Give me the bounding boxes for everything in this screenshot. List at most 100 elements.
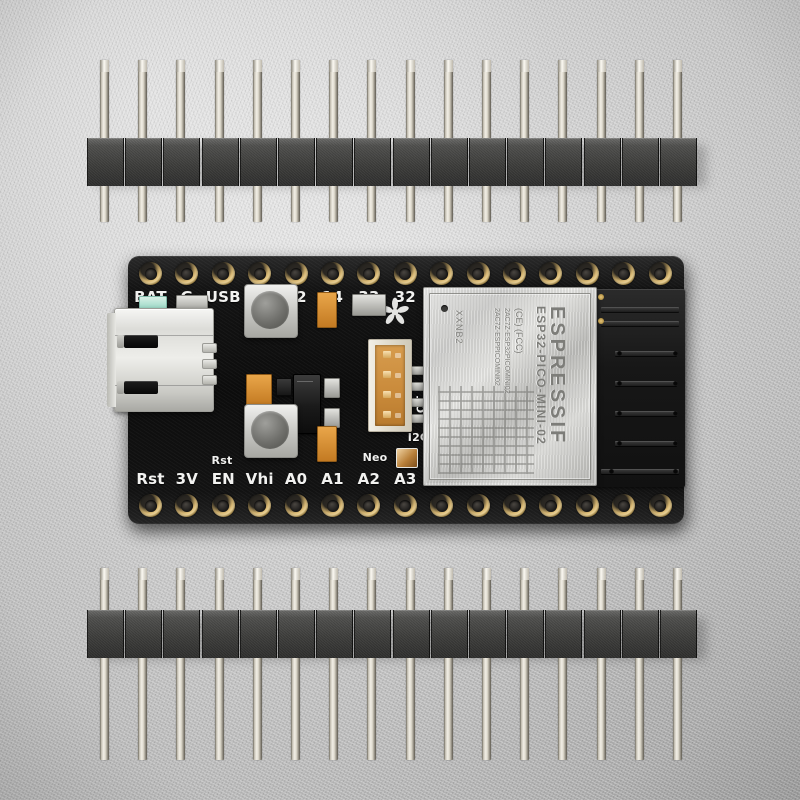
board-pad[interactable] bbox=[575, 494, 599, 517]
board-pad[interactable] bbox=[430, 262, 454, 285]
board-pad[interactable] bbox=[211, 262, 235, 285]
header-plastic-block bbox=[201, 610, 239, 658]
module-serial-text: XXNB2 bbox=[454, 310, 464, 345]
header-plastic-block bbox=[125, 610, 163, 658]
header-pin-tip bbox=[100, 60, 109, 72]
capacitor-c3 bbox=[317, 426, 337, 462]
header-pin-short bbox=[214, 182, 224, 222]
board-pad[interactable] bbox=[211, 494, 235, 517]
board-pad[interactable] bbox=[393, 494, 417, 517]
board-pad[interactable] bbox=[503, 262, 526, 285]
board-pad[interactable] bbox=[284, 262, 308, 285]
board-pad[interactable] bbox=[357, 262, 381, 285]
header-pin-tip bbox=[482, 568, 491, 580]
header-pin-short bbox=[673, 182, 682, 222]
header-pin-short bbox=[329, 652, 339, 760]
esp32-pico-mini-02-module: ESPRESSIF ESP32-PICO-MINI-02 (CE) (FCC) … bbox=[423, 287, 597, 486]
board-pad-hole bbox=[290, 499, 303, 512]
header-pin-tip bbox=[138, 568, 148, 580]
header-plastic-block bbox=[354, 610, 392, 658]
silk-label-usb: USB bbox=[205, 288, 241, 306]
board-pad-hole bbox=[326, 267, 339, 280]
board-pad[interactable] bbox=[357, 494, 381, 517]
resistor-r1 bbox=[276, 378, 292, 396]
silk-label-vhi: Vhi bbox=[245, 470, 274, 488]
board-pad[interactable] bbox=[648, 262, 672, 285]
silk-label-neopixel: Neo bbox=[362, 451, 388, 464]
board-pad-hole bbox=[144, 267, 157, 280]
boot-button-dome bbox=[251, 411, 289, 449]
module-shield-frame bbox=[429, 293, 591, 480]
board-pad[interactable] bbox=[612, 494, 636, 517]
header-pin-short bbox=[482, 182, 491, 222]
board-pad[interactable] bbox=[503, 494, 526, 517]
header-pin-short bbox=[634, 182, 644, 222]
header-pin-long bbox=[100, 60, 109, 182]
header-pin-short bbox=[138, 652, 148, 760]
board-pad[interactable] bbox=[466, 494, 490, 517]
board-pad[interactable] bbox=[466, 262, 490, 285]
boot-button[interactable] bbox=[244, 404, 298, 458]
board-pad-hole bbox=[362, 267, 375, 280]
header-pin-short bbox=[558, 652, 568, 760]
board-pad[interactable] bbox=[612, 262, 636, 285]
header-plastic-block bbox=[392, 138, 430, 186]
silk-label-a3: A3 bbox=[394, 470, 417, 488]
header-pin-long bbox=[558, 60, 568, 182]
board-pad[interactable] bbox=[539, 494, 563, 517]
header-plastic-block bbox=[239, 138, 277, 186]
stemma-qt-connector[interactable] bbox=[368, 339, 412, 432]
header-plastic-block bbox=[660, 610, 697, 658]
header-pin-tip bbox=[176, 568, 186, 580]
silk-label-3v: 3V bbox=[175, 470, 199, 488]
silk-label-en: EN bbox=[211, 470, 235, 488]
pad-p2 bbox=[324, 408, 340, 428]
header-pin-short bbox=[367, 652, 377, 760]
header-plastic-block bbox=[621, 610, 659, 658]
board-pad-hole bbox=[253, 499, 266, 512]
board-pad[interactable] bbox=[284, 494, 308, 517]
board-pad[interactable] bbox=[139, 262, 162, 285]
header-pin-short bbox=[443, 182, 453, 222]
module-rf-pattern bbox=[438, 386, 534, 474]
board-pad[interactable] bbox=[575, 262, 599, 285]
reset-button[interactable] bbox=[244, 284, 298, 338]
header-plastic-block bbox=[163, 610, 201, 658]
board-pad[interactable] bbox=[248, 262, 272, 285]
board-pad[interactable] bbox=[321, 262, 344, 285]
header-pin-tip bbox=[405, 568, 415, 580]
header-pin-tip bbox=[482, 60, 491, 72]
board-pad[interactable] bbox=[648, 494, 672, 517]
micro-usb-connector[interactable] bbox=[107, 308, 217, 412]
header-pin-tip bbox=[252, 60, 262, 72]
board-pad-hole bbox=[399, 499, 412, 512]
board-pad-hole bbox=[435, 499, 448, 512]
board-pad[interactable] bbox=[430, 494, 454, 517]
header-pin-long bbox=[176, 568, 186, 612]
silk-label-rst-button: Rst bbox=[211, 454, 233, 467]
header-plastic-block bbox=[430, 610, 468, 658]
header-pin-long bbox=[252, 60, 262, 182]
board-pad[interactable] bbox=[139, 494, 162, 517]
header-plastic-block bbox=[621, 138, 659, 186]
bottom-header-pins bbox=[92, 560, 704, 760]
header-pin-tip bbox=[596, 60, 606, 72]
header-pin-tip bbox=[558, 568, 568, 580]
header-plastic-block bbox=[125, 138, 163, 186]
board-pad[interactable] bbox=[393, 262, 417, 285]
board-pad[interactable] bbox=[175, 262, 199, 285]
header-plastic-block bbox=[278, 610, 315, 658]
bottom-male-header-strip[interactable] bbox=[87, 560, 704, 760]
board-pad-hole bbox=[544, 499, 557, 512]
board-pad[interactable] bbox=[321, 494, 344, 517]
board-pad[interactable] bbox=[539, 262, 563, 285]
board-pad[interactable] bbox=[175, 494, 199, 517]
board-pad[interactable] bbox=[248, 494, 272, 517]
header-plastic-block bbox=[392, 610, 430, 658]
header-pin-short bbox=[100, 652, 109, 760]
header-pin-long bbox=[100, 568, 109, 612]
header-plastic-block bbox=[316, 138, 354, 186]
top-male-header-strip[interactable] bbox=[87, 30, 704, 222]
silk-label-a2: A2 bbox=[357, 470, 381, 488]
